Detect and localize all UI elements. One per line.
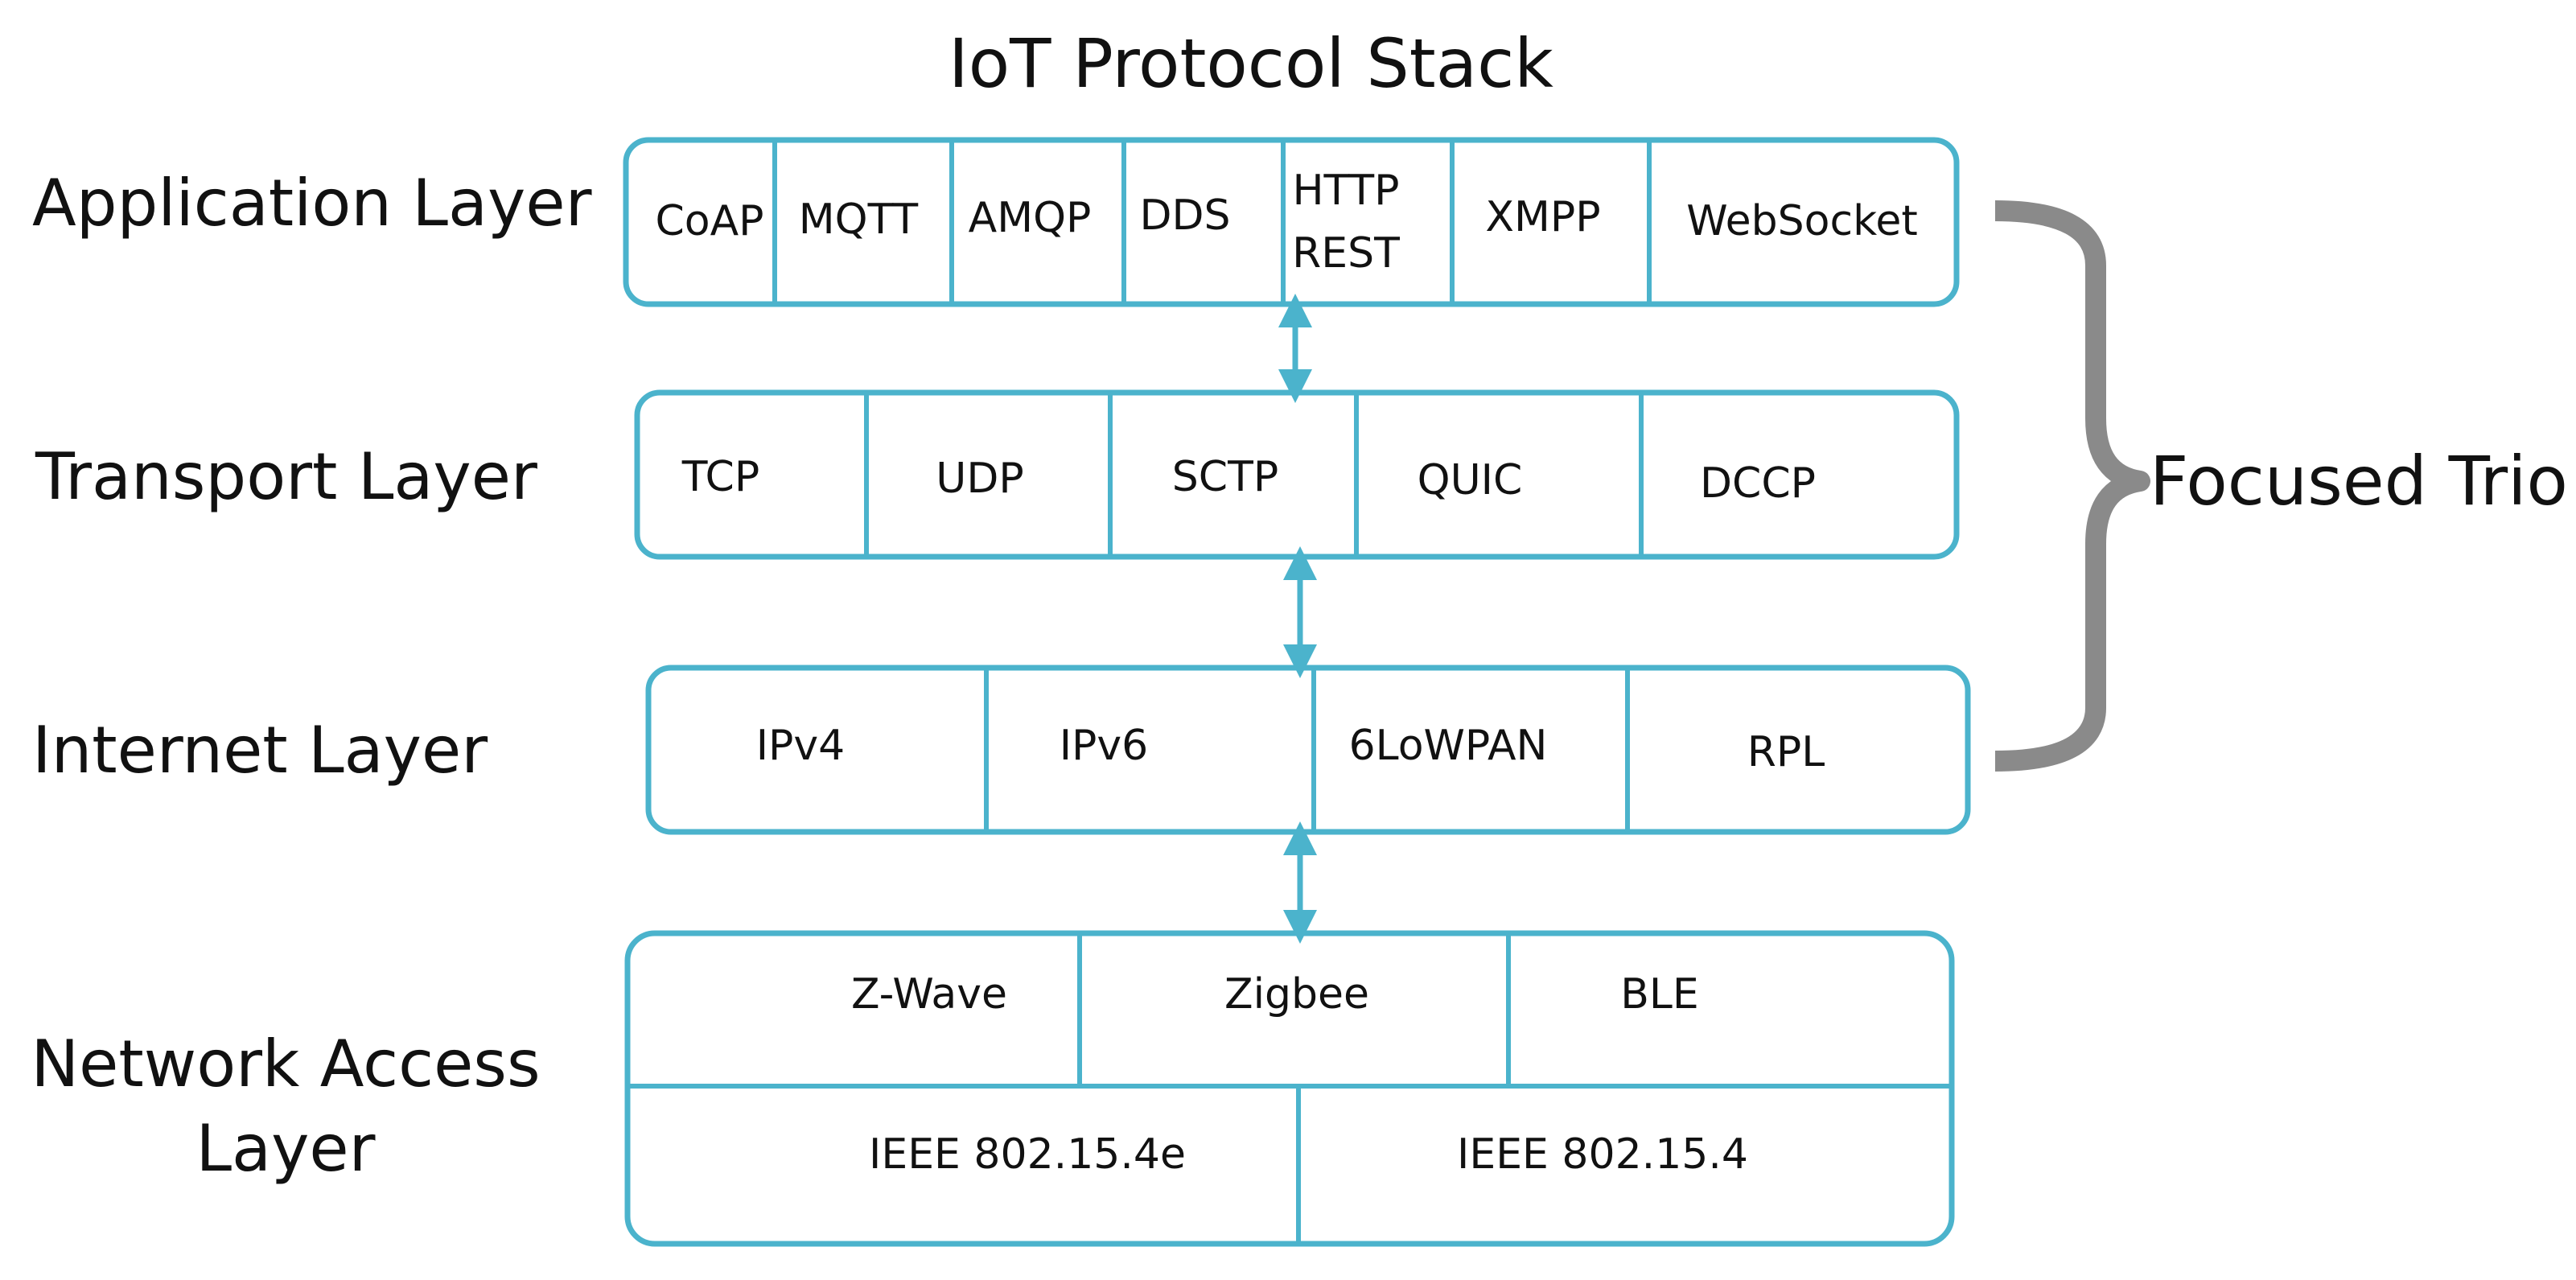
transport-layer-box: TCP UDP SCTP QUIC DCCP — [634, 389, 1960, 560]
protocol-ieee-802154e: IEEE 802.15.4e — [869, 1130, 1186, 1179]
internet-layer-box: IPv4 IPv6 6LoWPAN RPL — [645, 665, 1971, 835]
network-access-layer-label-line2: Layer — [195, 1111, 375, 1186]
protocol-ipv4: IPv4 — [756, 722, 846, 770]
protocol-tcp: TCP — [681, 453, 759, 501]
transport-layer-label: Transport Layer — [35, 439, 537, 514]
network-access-layer-label-line1: Network Access — [31, 1027, 540, 1101]
protocol-http: HTTP — [1292, 167, 1399, 215]
protocol-websocket: WebSocket — [1686, 197, 1917, 245]
protocol-udp: UDP — [936, 455, 1023, 503]
application-layer-box: CoAP MQTT AMQP DDS HTTP REST XMPP WebSoc… — [623, 137, 1960, 307]
protocol-6lowpan: 6LoWPAN — [1349, 722, 1548, 770]
diagram-title: IoT Protocol Stack — [949, 24, 1553, 103]
protocol-coap: CoAP — [655, 197, 763, 245]
application-layer-label: Application Layer — [32, 166, 592, 241]
network-access-layer-box: Z-Wave Zigbee BLE IEEE 802.15.4e IEEE 80… — [624, 930, 1955, 1247]
protocol-amqp: AMQP — [969, 194, 1092, 242]
protocol-zigbee: Zigbee — [1224, 970, 1369, 1019]
protocol-z-wave: Z-Wave — [851, 970, 1007, 1019]
protocol-ble: BLE — [1620, 970, 1699, 1019]
focused-trio-brace — [1994, 200, 2150, 772]
protocol-quic: QUIC — [1418, 456, 1523, 504]
protocol-ipv6: IPv6 — [1060, 722, 1149, 770]
protocol-dccp: DCCP — [1700, 459, 1816, 508]
protocol-dds: DDS — [1139, 191, 1230, 240]
protocol-ieee-802154: IEEE 802.15.4 — [1457, 1130, 1748, 1179]
protocol-rpl: RPL — [1747, 728, 1825, 776]
protocol-rest: REST — [1292, 229, 1400, 278]
internet-layer-label: Internet Layer — [32, 713, 488, 788]
protocol-mqtt: MQTT — [799, 195, 919, 244]
protocol-sctp: SCTP — [1172, 453, 1278, 501]
focused-trio-label: Focused Trio — [2150, 442, 2568, 521]
protocol-xmpp: XMPP — [1485, 193, 1600, 241]
